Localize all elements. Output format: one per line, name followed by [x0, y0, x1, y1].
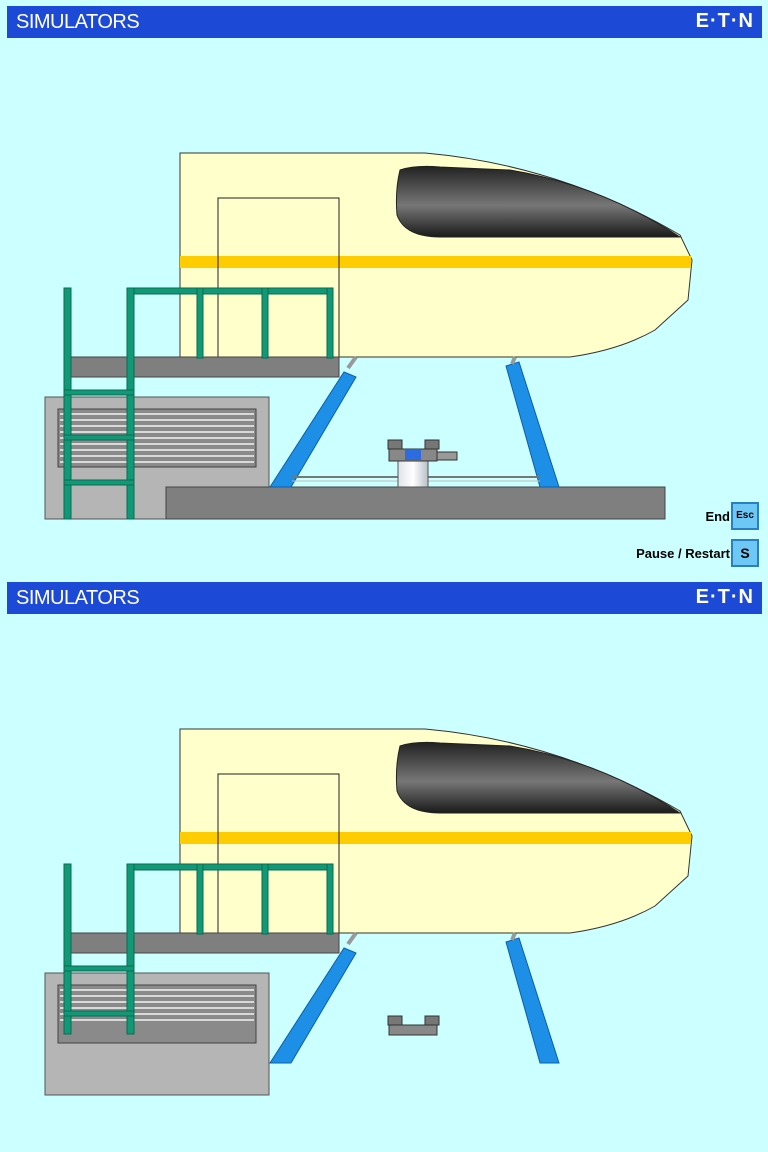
walkway-deck	[69, 932, 340, 954]
page-title: SIMULATORS	[16, 11, 140, 33]
title-bar: SIMULATORS E·T·N	[7, 582, 762, 614]
valve-manifold	[387, 439, 458, 488]
cockpit-body	[179, 728, 693, 935]
simulator-illustration	[44, 728, 693, 1096]
valve-manifold	[387, 1015, 440, 1036]
pause-restart-label: Pause / Restart	[636, 546, 730, 561]
hydraulic-cabinet	[44, 972, 270, 1096]
cockpit-body	[179, 152, 693, 359]
railing-ladder	[63, 863, 334, 1035]
simulator-illustration	[44, 152, 693, 520]
simulator-frame-1: SIMULATORS E·T·N	[7, 6, 762, 567]
actuator-legs	[269, 355, 560, 488]
esc-key-button[interactable]: Esc	[731, 502, 759, 530]
eaton-logo: E·T·N	[695, 586, 754, 608]
base-platform	[165, 486, 666, 520]
page-title: SIMULATORS	[16, 587, 140, 609]
railing-ladder	[63, 287, 334, 520]
eaton-logo: E·T·N	[695, 10, 754, 32]
title-bar: SIMULATORS E·T·N	[7, 6, 762, 38]
walkway-deck	[69, 356, 340, 378]
s-key-button[interactable]: S	[731, 539, 759, 567]
end-label: End	[705, 509, 730, 524]
simulator-frame-2: SIMULATORS E·T·N	[0, 576, 768, 1152]
